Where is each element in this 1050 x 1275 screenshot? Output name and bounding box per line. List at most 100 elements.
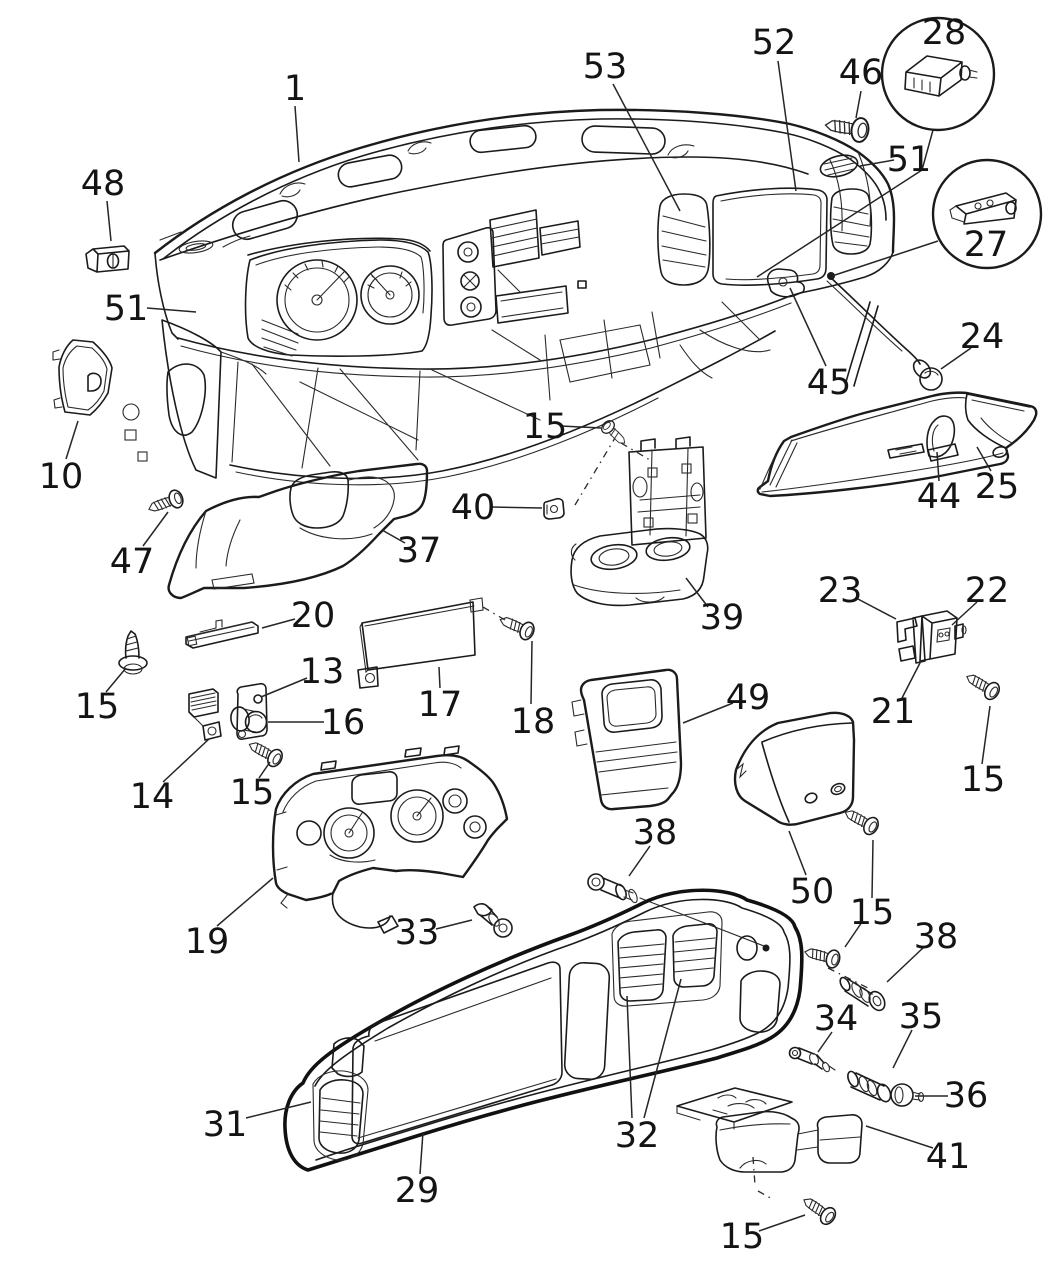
- callout-50-32: 50: [790, 872, 835, 912]
- leader-line-33: [435, 919, 473, 930]
- callout-51-10: 51: [104, 289, 149, 329]
- bulb-socket-38-lower: [839, 976, 886, 1012]
- leader-line-44: [936, 451, 940, 482]
- screw-15f: [803, 1198, 837, 1226]
- install-line-41: [752, 1156, 775, 1201]
- leader-line-15: [560, 425, 602, 429]
- callout-33-36: 33: [395, 913, 440, 953]
- bracket-20: [185, 619, 259, 649]
- lighter-shell-35: [847, 1070, 892, 1103]
- callout-22-28: 22: [965, 571, 1010, 611]
- lighter-knob-36: [890, 1083, 925, 1107]
- install-line-18: [482, 606, 506, 621]
- leader-line-15: [105, 667, 127, 693]
- callout-19-35: 19: [185, 922, 230, 962]
- cluster-opening: [244, 237, 433, 357]
- leader-line-15: [758, 1214, 806, 1232]
- leader-line-37: [381, 529, 406, 544]
- callout-51-5: 51: [887, 140, 932, 180]
- callout-34-41: 34: [814, 999, 859, 1039]
- leader-line-39: [685, 577, 709, 608]
- center-cubby: [495, 285, 569, 324]
- leader-line-14: [162, 738, 210, 783]
- callout-14-19: 14: [130, 777, 175, 817]
- cowl-structure: [122, 319, 267, 479]
- callout-47-12: 47: [110, 542, 155, 582]
- leader-line-25: [976, 446, 992, 472]
- leader-line-41: [865, 1125, 934, 1149]
- leader-line-28: [756, 129, 934, 278]
- callout-28-4: 28: [922, 13, 967, 53]
- leader-line-15: [844, 921, 863, 948]
- stud-33: [473, 903, 513, 938]
- callout-36-43: 36: [944, 1076, 989, 1116]
- screw-46: [824, 117, 870, 143]
- leader-line-45: [789, 287, 827, 367]
- leader-line-13: [260, 677, 308, 698]
- cowl-side-cover-10: [52, 339, 113, 416]
- callout-15-23: 15: [523, 407, 568, 447]
- clip-48: [85, 245, 130, 273]
- callout-32-39: 32: [615, 1116, 660, 1156]
- instrument-panel-assembly: [122, 108, 896, 486]
- install-line-15: [827, 967, 873, 991]
- callout-52-2: 52: [752, 23, 797, 63]
- side-vent-left: [657, 193, 711, 286]
- leader-line-24: [940, 347, 972, 370]
- hvac-control-panel: [442, 226, 497, 326]
- cover-50: [733, 711, 856, 826]
- leader-line-18: [530, 640, 533, 705]
- leader-line-29: [419, 1131, 424, 1175]
- vent-31: [312, 1070, 369, 1161]
- leader-line-34: [817, 1031, 833, 1053]
- leader-line-51: [146, 307, 197, 313]
- inset-circle-27: [931, 158, 1043, 270]
- screw-18: [499, 617, 535, 641]
- bezel-49: [571, 668, 683, 811]
- clip-40: [543, 497, 565, 520]
- bracket-23-21: [896, 615, 926, 664]
- cluster-bezel-19: [271, 745, 509, 934]
- leader-line-46: [855, 90, 862, 119]
- leader-line-48: [106, 200, 112, 242]
- callout-20-15: 20: [291, 596, 336, 636]
- callout-16-18: 16: [321, 703, 366, 743]
- leader-line-32: [626, 995, 633, 1119]
- callout-25-26: 25: [975, 467, 1020, 507]
- callout-24-7: 24: [960, 317, 1005, 357]
- callout-18-22: 18: [511, 702, 556, 742]
- bulb-socket-38-upper: [587, 873, 765, 947]
- leader-line-15: [871, 839, 874, 899]
- callout-15-16: 15: [75, 687, 120, 727]
- panel-17: [357, 597, 484, 689]
- leader-line-1: [294, 105, 300, 163]
- callout-21-29: 21: [871, 692, 916, 732]
- screw-15a: [118, 630, 148, 675]
- leader-line-40: [491, 506, 543, 509]
- callout-37-13: 37: [397, 531, 442, 571]
- callout-1-0: 1: [284, 69, 306, 109]
- callout-48-9: 48: [81, 164, 126, 204]
- callout-49-31: 49: [726, 678, 771, 718]
- leader-line-49: [682, 702, 734, 724]
- callout-38-34: 38: [633, 813, 678, 853]
- leader-line-17: [438, 666, 441, 689]
- leader-line-35: [892, 1029, 913, 1069]
- callout-15-30: 15: [961, 760, 1006, 800]
- vents-32: [611, 911, 723, 1007]
- callout-27-6: 27: [964, 225, 1009, 265]
- callout-53-1: 53: [583, 47, 628, 87]
- glove-box-25: [756, 391, 1038, 498]
- radio-grille: [489, 209, 581, 268]
- ashtray-41: [676, 1087, 863, 1173]
- switch-housing-14: [188, 688, 222, 741]
- leader-line-15: [258, 761, 271, 779]
- lower-bezel-29: [283, 888, 804, 1172]
- leader-line-22: [951, 601, 978, 626]
- screw-15b: [248, 742, 283, 768]
- leader-line-27: [831, 240, 939, 277]
- leader-line-38: [628, 845, 651, 877]
- leader-line-20: [261, 618, 296, 629]
